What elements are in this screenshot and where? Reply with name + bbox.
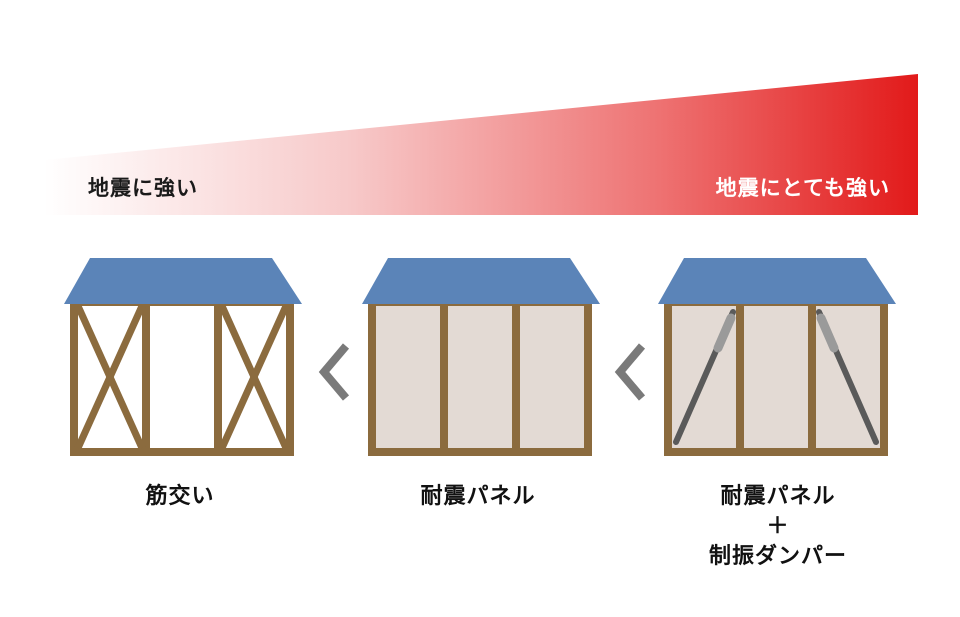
house-panels [362, 258, 600, 456]
caption-plus: ＋ [766, 514, 790, 539]
less-than-chevron [318, 343, 350, 401]
caption-panels-dampers: 耐震パネル ＋ 制振ダンパー [658, 482, 898, 572]
wall-frame [664, 298, 888, 456]
scale-low-label: 地震に強い [88, 176, 198, 200]
caption-braces: 筋交い [60, 482, 300, 512]
caption-line: 筋交い [145, 484, 215, 509]
damper-cylinder [816, 313, 839, 353]
caption-line: 耐震パネル [720, 484, 836, 509]
house-braces [64, 258, 302, 456]
less-than-chevron [614, 343, 646, 401]
scale-high-label: 地震にとても強い [715, 176, 890, 200]
brace [74, 304, 146, 450]
brace [218, 304, 290, 450]
strength-scale-wedge [44, 74, 918, 215]
roof [64, 258, 302, 304]
caption-line: 制振ダンパー [708, 544, 847, 569]
roof [362, 258, 600, 304]
caption-panels: 耐震パネル [358, 482, 598, 512]
wall-frame [368, 298, 592, 456]
damper-cylinder [713, 313, 736, 353]
house-panels-dampers [658, 258, 896, 456]
caption-line: 耐震パネル [420, 484, 536, 509]
roof [658, 258, 896, 304]
